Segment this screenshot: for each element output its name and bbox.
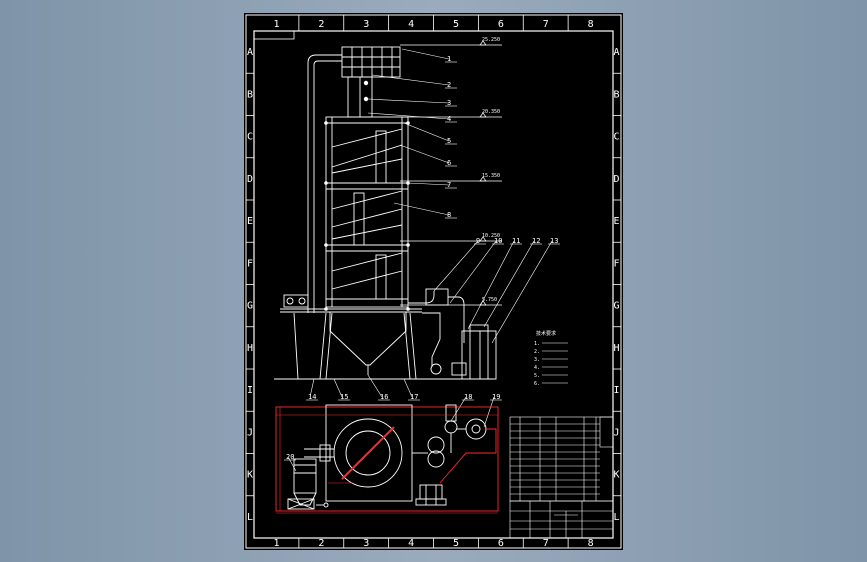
- row-label: H: [247, 343, 253, 354]
- note-item: 3.: [534, 357, 540, 363]
- callout-14: 14: [308, 393, 316, 401]
- technical-notes: 技术要求 1. 2. 3. 4. 5. 6.: [534, 330, 568, 387]
- callout-13: 13: [550, 237, 558, 245]
- callout-8: 8: [447, 211, 451, 219]
- column-label: 8: [588, 19, 594, 30]
- row-label: I: [247, 385, 253, 396]
- note-item: 1.: [534, 341, 540, 347]
- column-label: 3: [363, 538, 369, 549]
- row-label: D: [614, 174, 620, 185]
- elevation-label: 25.250: [482, 37, 500, 43]
- row-label: L: [614, 512, 620, 523]
- row-label: G: [614, 301, 620, 312]
- callout-20: 20: [286, 453, 294, 461]
- column-label: 5: [453, 19, 459, 30]
- column-label: 6: [498, 538, 504, 549]
- row-label: B: [614, 89, 620, 100]
- callout-leaders: [284, 48, 560, 472]
- parts-list: [509, 416, 614, 502]
- row-label: I: [614, 385, 620, 396]
- elevation-label: 5.750: [482, 297, 497, 303]
- column-label: 1: [273, 19, 279, 30]
- row-label: K: [614, 470, 620, 481]
- row-labels: A A B B C C D D E E F F G G H H I I J J K K L L: [247, 47, 620, 523]
- callout-11: 11: [512, 237, 520, 245]
- callout-16: 16: [380, 393, 388, 401]
- row-label: C: [247, 132, 253, 143]
- column-label: 4: [408, 19, 414, 30]
- callout-10: 10: [494, 237, 502, 245]
- callout-2: 2: [447, 81, 451, 89]
- column-label: 1: [273, 538, 279, 549]
- row-label: F: [247, 258, 253, 269]
- note-item: 4.: [534, 365, 540, 371]
- elevation-levels: 25.250 20.350 15.350 10.250 5.750: [400, 37, 502, 306]
- row-label: J: [614, 427, 620, 438]
- callout-9: 9: [476, 237, 480, 245]
- outer-frame: [245, 14, 622, 549]
- row-label: A: [614, 47, 620, 58]
- row-label: D: [247, 174, 253, 185]
- column-label: 5: [453, 538, 459, 549]
- callout-18: 18: [464, 393, 472, 401]
- column-label: 2: [318, 538, 324, 549]
- row-label: E: [247, 216, 253, 227]
- elevation-view: [274, 46, 497, 380]
- notes-title: 技术要求: [536, 330, 556, 337]
- row-label: H: [614, 343, 620, 354]
- callout-19: 19: [492, 393, 500, 401]
- column-label: 4: [408, 538, 414, 549]
- callout-17: 17: [410, 393, 418, 401]
- callout-6: 6: [447, 159, 451, 167]
- elevation-label: 20.350: [482, 109, 500, 115]
- elevation-label: 10.250: [482, 233, 500, 239]
- column-label: 3: [363, 19, 369, 30]
- row-label: E: [614, 216, 620, 227]
- row-label: C: [614, 132, 620, 143]
- corner-tab: [253, 30, 295, 40]
- column-label: 2: [318, 19, 324, 30]
- callout-7: 7: [447, 181, 451, 189]
- note-item: 6.: [534, 381, 540, 387]
- callout-12: 12: [532, 237, 540, 245]
- column-label: 7: [543, 19, 549, 30]
- row-label: A: [247, 47, 253, 58]
- callout-15: 15: [340, 393, 348, 401]
- platform-nodes: [324, 80, 410, 311]
- elevation-label: 15.350: [482, 173, 500, 179]
- row-label: G: [247, 301, 253, 312]
- plan-view: [275, 404, 499, 514]
- callout-5: 5: [447, 137, 451, 145]
- row-label: L: [247, 512, 253, 523]
- row-label: F: [614, 258, 620, 269]
- row-label: K: [247, 470, 253, 481]
- row-label: J: [247, 427, 253, 438]
- note-item: 5.: [534, 373, 540, 379]
- title-block: [509, 500, 614, 539]
- note-item: 2.: [534, 349, 540, 355]
- callout-1: 1: [447, 55, 451, 63]
- grid-ticks: [246, 15, 621, 548]
- column-label: 6: [498, 19, 504, 30]
- column-label: 8: [588, 538, 594, 549]
- row-label: B: [247, 89, 253, 100]
- column-label: 7: [543, 538, 549, 549]
- callout-3: 3: [447, 99, 451, 107]
- callout-4: 4: [447, 115, 451, 123]
